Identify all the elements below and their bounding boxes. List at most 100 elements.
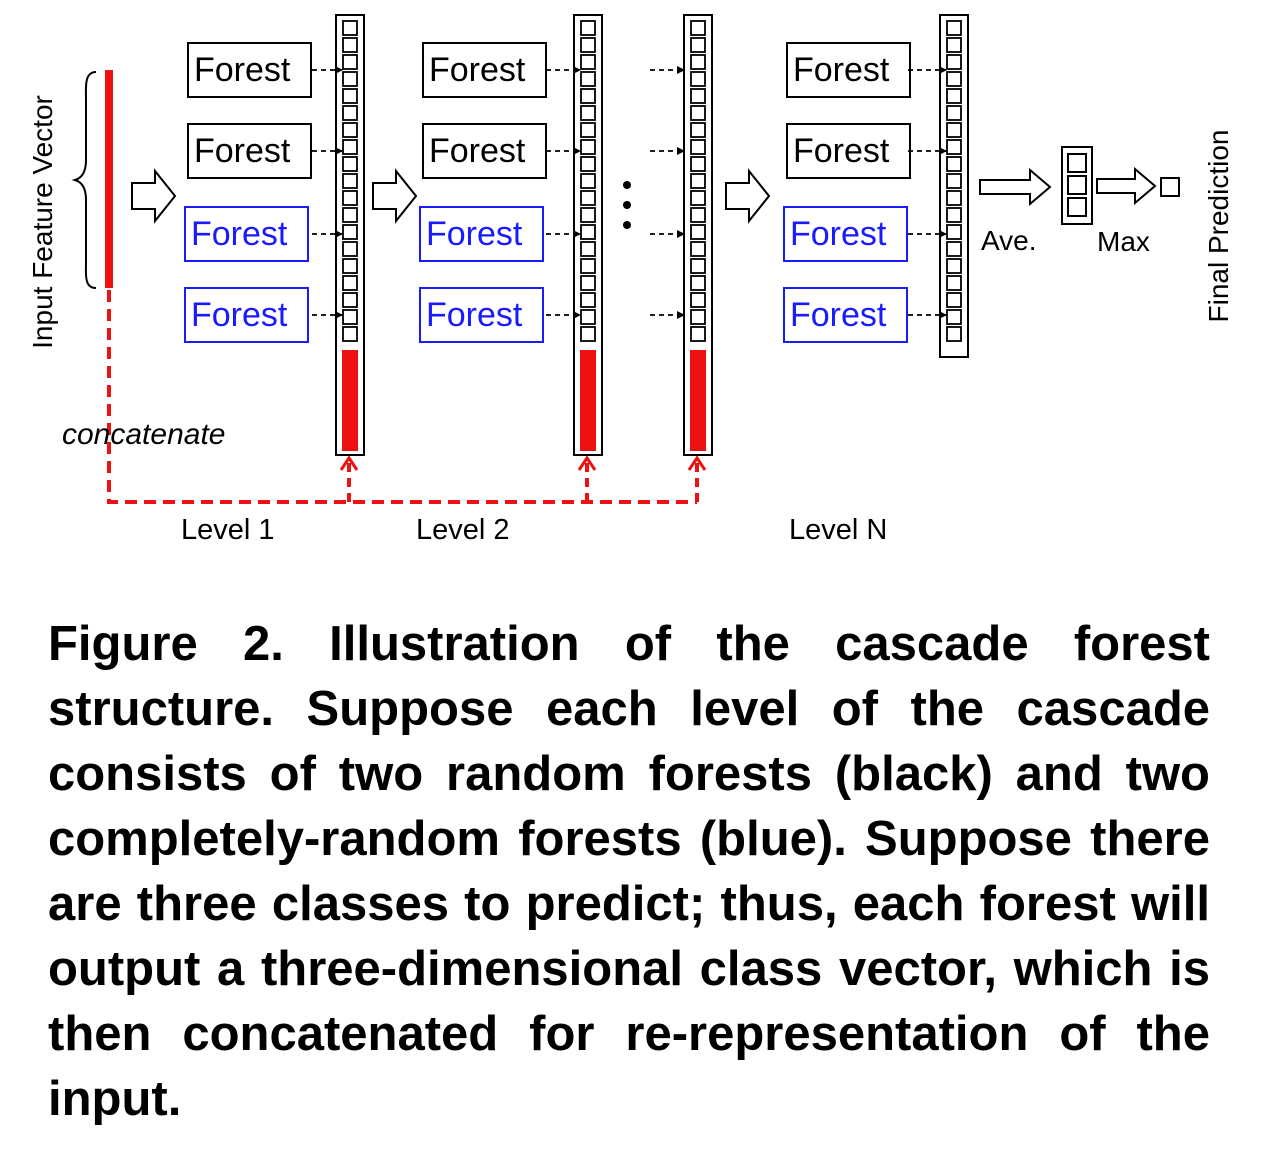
class-cell xyxy=(580,258,596,274)
class-cell xyxy=(690,156,706,172)
input-feature-vector-label: Input Feature Vector xyxy=(27,95,58,349)
class-cell xyxy=(690,326,706,342)
forest-output-arrows xyxy=(312,66,947,319)
class-cell xyxy=(946,292,962,308)
class-cell xyxy=(690,71,706,87)
forest-label: Forest xyxy=(793,132,890,170)
completely-random-forest-box: Forest xyxy=(184,206,309,262)
level-n-output-vector xyxy=(939,14,969,358)
class-cell xyxy=(690,122,706,138)
cascade-forest-diagram: Input Feature Vector concatenate ForestF… xyxy=(27,14,1234,546)
class-cell xyxy=(342,20,358,36)
class-cell xyxy=(946,20,962,36)
forest-label: Forest xyxy=(191,296,288,334)
class-cell xyxy=(342,326,358,342)
class-cell xyxy=(690,139,706,155)
forest-label: Forest xyxy=(429,51,526,89)
concatenated-feature-vector xyxy=(580,350,596,451)
concatenated-feature-vector xyxy=(342,350,358,451)
average-arrow xyxy=(979,167,1052,207)
forest-label: Forest xyxy=(790,215,887,253)
max-arrow xyxy=(1096,166,1157,206)
random-forest-box: Forest xyxy=(422,123,547,179)
class-cell xyxy=(690,258,706,274)
figure-caption: Figure 2. Illustration of the cascade fo… xyxy=(48,617,1210,1126)
class-cell xyxy=(690,88,706,104)
class-cell xyxy=(342,190,358,206)
concatenated-feature-vector xyxy=(690,350,706,451)
class-cell xyxy=(342,207,358,223)
averaged-class-cell xyxy=(1067,197,1087,217)
level-label: Level 2 xyxy=(416,514,510,546)
random-forest-box: Forest xyxy=(422,42,547,98)
max-label: Max xyxy=(1097,226,1150,257)
class-cell xyxy=(580,54,596,70)
level-label: Level 1 xyxy=(181,514,275,546)
class-cell xyxy=(946,275,962,291)
class-cell xyxy=(580,105,596,121)
class-vectors xyxy=(335,14,969,456)
forest-label: Forest xyxy=(790,296,887,334)
class-cell xyxy=(946,105,962,121)
class-cell xyxy=(580,292,596,308)
class-cell xyxy=(342,292,358,308)
forest-label: Forest xyxy=(194,132,291,170)
forest-groups: ForestForestForestForestForestForestFore… xyxy=(184,42,911,343)
class-cell xyxy=(342,71,358,87)
final-prediction-cell xyxy=(1160,177,1180,197)
class-cell xyxy=(342,309,358,325)
class-cell xyxy=(580,241,596,257)
class-cell xyxy=(690,224,706,240)
class-cell xyxy=(580,173,596,189)
class-cell xyxy=(580,122,596,138)
class-cell xyxy=(690,20,706,36)
concatenate-path xyxy=(107,290,697,504)
class-cell xyxy=(342,241,358,257)
class-cell xyxy=(690,275,706,291)
input-feature-vector xyxy=(105,70,113,288)
level-1-output-vector xyxy=(335,14,365,456)
concatenate-arrowhead-3 xyxy=(687,455,707,471)
forest-label: Forest xyxy=(191,215,288,253)
averaged-class-cell xyxy=(1067,153,1087,173)
class-cell xyxy=(580,88,596,104)
class-cell xyxy=(946,258,962,274)
level-transition-arrow-2 xyxy=(372,168,418,224)
class-cell xyxy=(342,88,358,104)
class-cell xyxy=(690,207,706,223)
average-label: Ave. xyxy=(981,225,1037,256)
class-cell xyxy=(342,275,358,291)
class-cell xyxy=(690,105,706,121)
class-cell xyxy=(342,139,358,155)
random-forest-box: Forest xyxy=(786,123,911,179)
class-cell xyxy=(946,190,962,206)
concatenate-arrowhead-2 xyxy=(577,455,597,471)
ellipsis-dot xyxy=(623,221,631,229)
class-cell xyxy=(580,207,596,223)
input-brace xyxy=(71,71,97,289)
class-cell xyxy=(690,190,706,206)
random-forest-box: Forest xyxy=(786,42,911,98)
class-cell xyxy=(342,54,358,70)
forest-label: Forest xyxy=(426,296,523,334)
concatenate-arrowhead-1 xyxy=(339,455,359,471)
class-cell xyxy=(946,241,962,257)
class-cell xyxy=(946,326,962,342)
class-cell xyxy=(580,309,596,325)
final-prediction-label: Final Prediction xyxy=(1203,130,1234,323)
random-forest-box: Forest xyxy=(187,42,312,98)
completely-random-forest-box: Forest xyxy=(184,287,309,343)
level-label: Level N xyxy=(789,514,887,546)
forest-label: Forest xyxy=(194,51,291,89)
class-cell xyxy=(690,292,706,308)
class-cell xyxy=(690,309,706,325)
class-cell xyxy=(946,309,962,325)
class-cell xyxy=(946,173,962,189)
class-cell xyxy=(946,37,962,53)
class-cell xyxy=(690,37,706,53)
class-cell xyxy=(946,54,962,70)
class-cell xyxy=(580,71,596,87)
forest-label: Forest xyxy=(429,132,526,170)
class-cell xyxy=(690,173,706,189)
class-cell xyxy=(580,326,596,342)
